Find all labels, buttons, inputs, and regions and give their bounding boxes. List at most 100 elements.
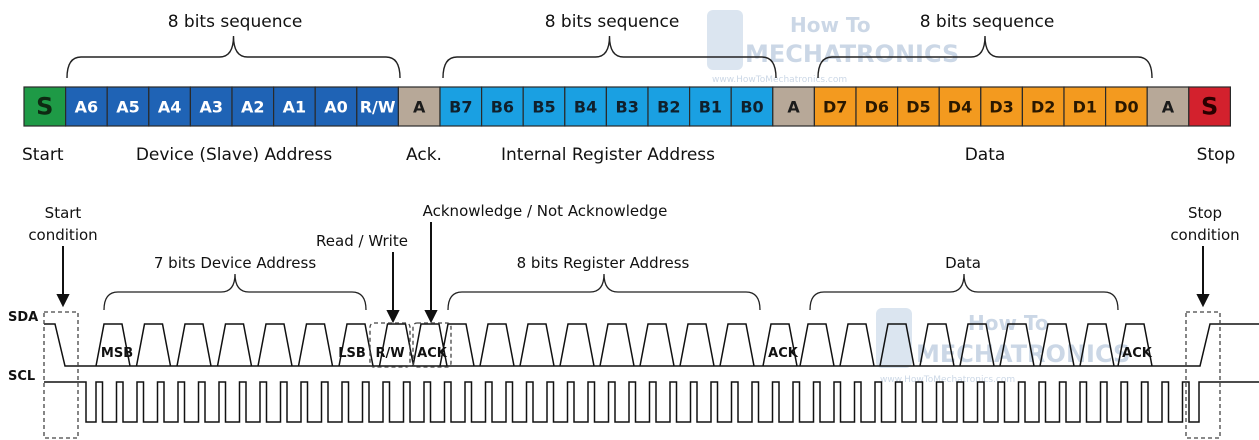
bit-cell-label: A5 bbox=[116, 98, 140, 117]
annotation-ack-nack: Acknowledge / Not Acknowledge bbox=[423, 202, 668, 220]
bit-cell-label: B2 bbox=[657, 98, 680, 117]
bit-cell-b4: B4 bbox=[564, 86, 607, 127]
bit-cell-label: D6 bbox=[865, 98, 889, 117]
bit-cell-b5: B5 bbox=[522, 86, 566, 127]
bit-cell-a4: A4 bbox=[148, 86, 192, 127]
bit-cell-a6: A6 bbox=[64, 86, 108, 127]
watermark-brand: MECHATRONICS bbox=[916, 340, 1130, 368]
bit-label-ack-data: ACK bbox=[1122, 346, 1153, 361]
bit-cell-a5: A5 bbox=[106, 86, 150, 127]
bit-cell-a0: A0 bbox=[314, 86, 358, 127]
bit-cell-s: S bbox=[23, 86, 67, 127]
ack-bit-box bbox=[412, 322, 452, 368]
watermark-url: www.HowToMechatronics.com bbox=[880, 375, 1015, 385]
bit-cell-d3: D3 bbox=[980, 86, 1023, 127]
bit-cell-label: D5 bbox=[906, 98, 930, 117]
bit-cell-label: D3 bbox=[989, 98, 1013, 117]
bit-cell-b6: B6 bbox=[481, 86, 524, 127]
brace-address bbox=[66, 35, 401, 79]
bit-cell-background bbox=[813, 86, 857, 127]
annotation-stop-line1: Stop bbox=[1188, 204, 1222, 222]
bit-cell-background bbox=[231, 86, 275, 127]
bit-cell-background bbox=[1188, 86, 1232, 127]
bit-cell-background bbox=[855, 86, 899, 127]
bit-cell-b1: B1 bbox=[688, 86, 732, 127]
sda-stop-edge bbox=[1190, 323, 1259, 367]
stop-condition-box bbox=[1185, 311, 1221, 439]
bit-cell-background bbox=[481, 86, 524, 127]
brace-register-address bbox=[447, 273, 761, 311]
group-label-register: 8 bits sequence bbox=[545, 12, 680, 32]
caption-ack: Ack. bbox=[406, 145, 442, 165]
bit-cell-background bbox=[314, 86, 358, 127]
bit-cell-background bbox=[688, 86, 732, 127]
bit-cell-label: A3 bbox=[199, 98, 223, 117]
bit-cell-label: B1 bbox=[699, 98, 722, 117]
bit-cell-rw: R/W bbox=[356, 86, 399, 127]
bit-label-rw: R/W bbox=[375, 346, 404, 361]
bit-cell-a3: A3 bbox=[189, 86, 233, 127]
bit-cell-label: A0 bbox=[324, 98, 348, 117]
bit-cell-label: A2 bbox=[241, 98, 265, 117]
caption-data: Data bbox=[965, 145, 1006, 165]
bit-cell-a1: A1 bbox=[273, 86, 316, 127]
bit-cell-background bbox=[1104, 86, 1148, 127]
frame-braces bbox=[66, 35, 1153, 79]
brace-device-address bbox=[103, 273, 367, 311]
arrow-start-condition bbox=[56, 246, 70, 308]
bit-cell-label: S bbox=[36, 93, 53, 121]
brace-label-data: Data bbox=[945, 254, 981, 272]
group-label-data: 8 bits sequence bbox=[920, 12, 1055, 32]
bit-cell-background bbox=[938, 86, 982, 127]
bit-cell-background bbox=[522, 86, 566, 127]
bit-cell-p: S bbox=[1188, 86, 1232, 127]
signal-label-sda: SDA bbox=[8, 310, 38, 325]
timing-braces bbox=[103, 273, 1119, 311]
bit-cell-d5: D5 bbox=[896, 86, 940, 127]
bit-label-msb: MSB bbox=[101, 346, 133, 361]
sda-bit-waveform bbox=[95, 323, 1153, 367]
start-condition-box bbox=[43, 311, 79, 439]
bit-cell-label: D1 bbox=[1073, 98, 1097, 117]
bit-cell-d6: D6 bbox=[855, 86, 899, 127]
watermark-url: www.HowToMechatronics.com bbox=[712, 75, 847, 85]
bit-cell-ack1: A bbox=[397, 86, 441, 127]
bit-cell-d0: D0 bbox=[1104, 86, 1148, 127]
bit-cell-background bbox=[1063, 86, 1107, 127]
bit-cell-background bbox=[64, 86, 108, 127]
watermark-logo-icon bbox=[876, 308, 912, 368]
caption-start: Start bbox=[22, 145, 64, 165]
bit-cell-background bbox=[896, 86, 940, 127]
bit-cell-label: A6 bbox=[75, 98, 99, 117]
brace-label-register-address: 8 bits Register Address bbox=[517, 254, 690, 272]
annotation-start-line2: condition bbox=[28, 226, 97, 244]
bit-cell-d7: D7 bbox=[813, 86, 857, 127]
bit-cell-label: A bbox=[1162, 98, 1175, 117]
bit-cell-label: D0 bbox=[1114, 98, 1138, 117]
brace-data bbox=[817, 35, 1153, 79]
caption-internal-register: Internal Register Address bbox=[501, 145, 715, 165]
bit-cell-ack3: A bbox=[1146, 86, 1190, 127]
brace-data-bits bbox=[809, 273, 1119, 311]
annotation-arrows bbox=[56, 222, 1210, 324]
bit-cell-background bbox=[397, 86, 441, 127]
caption-stop: Stop bbox=[1197, 145, 1236, 165]
bit-cell-label: B7 bbox=[449, 98, 472, 117]
group-label-address: 8 bits sequence bbox=[168, 12, 303, 32]
bit-label-ack-address: ACK bbox=[417, 346, 448, 361]
bit-cell-background bbox=[647, 86, 691, 127]
bit-cell-ack2: A bbox=[772, 86, 815, 127]
watermark-top: How To MECHATRONICS www.HowToMechatronic… bbox=[707, 10, 959, 85]
brace-label-device-address: 7 bits Device Address bbox=[154, 254, 316, 272]
bit-cell-label: D4 bbox=[948, 98, 972, 117]
bit-cell-background bbox=[1021, 86, 1065, 127]
bit-cell-b2: B2 bbox=[647, 86, 691, 127]
bit-cell-background bbox=[605, 86, 649, 127]
bit-cell-label: A bbox=[787, 98, 800, 117]
bit-cell-label: A bbox=[413, 98, 426, 117]
watermark-how-to: How To bbox=[790, 13, 871, 37]
bit-cell-b0: B0 bbox=[730, 86, 774, 127]
sda-start-edge bbox=[44, 323, 96, 367]
rw-bit-box bbox=[369, 322, 411, 368]
